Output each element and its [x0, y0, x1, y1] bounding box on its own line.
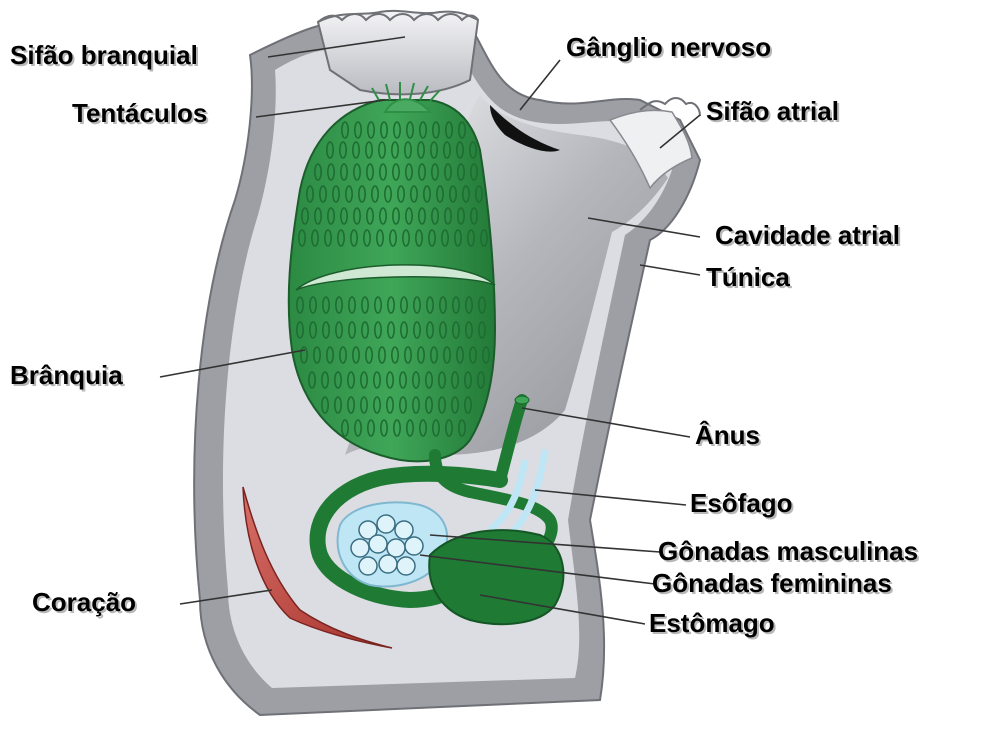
label-sifao-atrial: Sifão atrial [706, 96, 839, 126]
label-ganglio-nervoso: Gânglio nervoso [566, 32, 771, 62]
label-anus: Ânus [695, 420, 760, 450]
label-coracao: Coração [32, 587, 136, 617]
stomach [429, 530, 563, 624]
label-tentaculos: Tentáculos [72, 98, 207, 128]
label-tunica: Túnica [706, 262, 790, 292]
label-cavidade-atrial: Cavidade atrial [715, 220, 900, 250]
label-esofago: Esôfago [690, 488, 793, 518]
label-sifao-branquial: Sifão branquial [10, 40, 198, 70]
label-branquia: Brânquia [10, 360, 123, 390]
label-estomago: Estômago [649, 608, 775, 638]
label-gonadas-masculinas: Gônadas masculinas [658, 536, 918, 566]
label-gonadas-femininas: Gônadas femininas [652, 568, 892, 598]
